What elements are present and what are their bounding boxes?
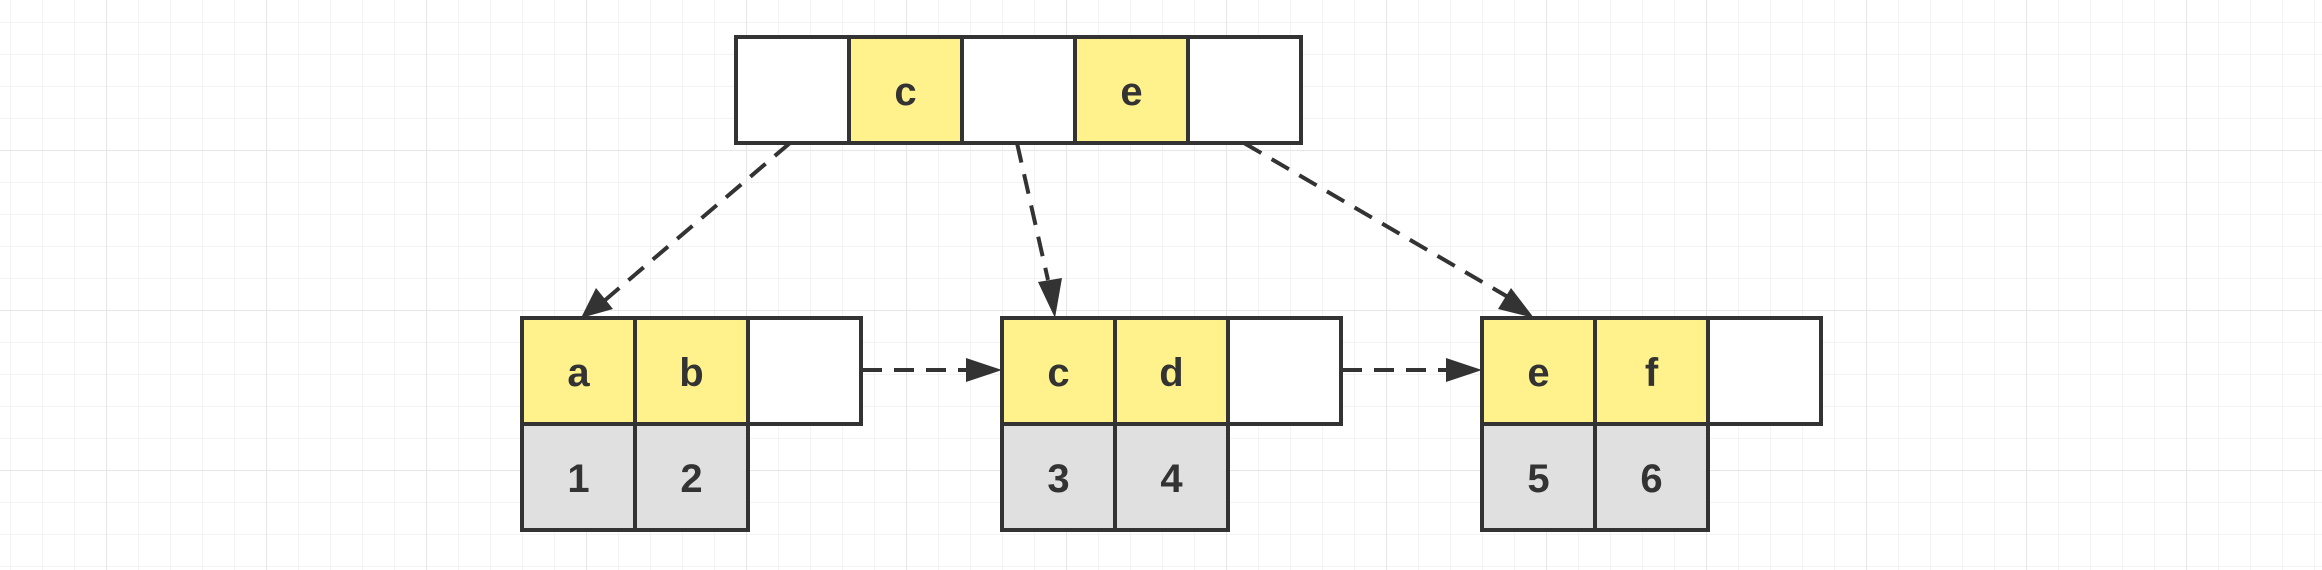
root-key-cell-1 xyxy=(734,35,851,145)
leaf-3-key-cell-2-label: f xyxy=(1645,351,1659,395)
root-key-cell-4-label: e xyxy=(1120,70,1142,114)
root-key-cell-3 xyxy=(960,35,1077,145)
edge-root-to-leaf-1 xyxy=(602,141,792,303)
leaf-3-key-cell-3 xyxy=(1706,316,1823,426)
arrowhead-leaf-link-1 xyxy=(966,358,1002,382)
leaf-3-key-cell-1-label: e xyxy=(1527,351,1549,395)
leaf-3-value-cell-2-label: 6 xyxy=(1640,457,1662,501)
leaf-3-value-cell-1-label: 5 xyxy=(1527,457,1549,501)
leaf-1-key-cell-2-label: b xyxy=(679,351,703,395)
arrowhead-leaf-1 xyxy=(581,288,613,318)
leaf-1-value-cell-1-label: 1 xyxy=(567,457,589,501)
leaf-nodes: a b 1 2 c d 3 4 e f 5 6 xyxy=(520,316,1823,532)
edge-root-to-leaf-2 xyxy=(1015,142,1050,281)
root-key-cell-2-label: c xyxy=(894,70,916,114)
leaf-3-key-cell-1 xyxy=(1480,316,1597,426)
leaf-1-value-cell-2 xyxy=(633,422,750,532)
leaf-node-2: c d 3 4 xyxy=(1000,316,1343,532)
leaf-2-value-cell-2-label: 4 xyxy=(1160,457,1183,501)
leaf-3-value-cell-2 xyxy=(1593,422,1710,532)
root-key-cell-4 xyxy=(1073,35,1190,145)
leaf-node-3: e f 5 6 xyxy=(1480,316,1823,532)
arrowhead-leaf-link-2 xyxy=(1446,358,1482,382)
leaf-1-value-cell-2-label: 2 xyxy=(680,457,702,501)
edges xyxy=(581,141,1534,382)
leaf-node-1: a b 1 2 xyxy=(520,316,863,532)
root-key-cell-5 xyxy=(1186,35,1303,145)
leaf-1-key-cell-3 xyxy=(746,316,863,426)
leaf-1-value-cell-1 xyxy=(520,422,637,532)
leaf-2-key-cell-2 xyxy=(1113,316,1230,426)
leaf-2-value-cell-2 xyxy=(1113,422,1230,532)
edge-root-to-leaf-3 xyxy=(1242,141,1510,299)
leaf-1-key-cell-1 xyxy=(520,316,637,426)
leaf-2-key-cell-1-label: c xyxy=(1047,351,1069,395)
leaf-1-key-cell-1-label: a xyxy=(567,351,590,395)
arrowhead-leaf-3 xyxy=(1498,288,1534,318)
leaf-2-key-cell-2-label: d xyxy=(1159,351,1183,395)
leaf-2-key-cell-3 xyxy=(1226,316,1343,426)
arrowhead-leaf-2 xyxy=(1038,278,1062,318)
leaf-2-value-cell-1-label: 3 xyxy=(1047,457,1069,501)
